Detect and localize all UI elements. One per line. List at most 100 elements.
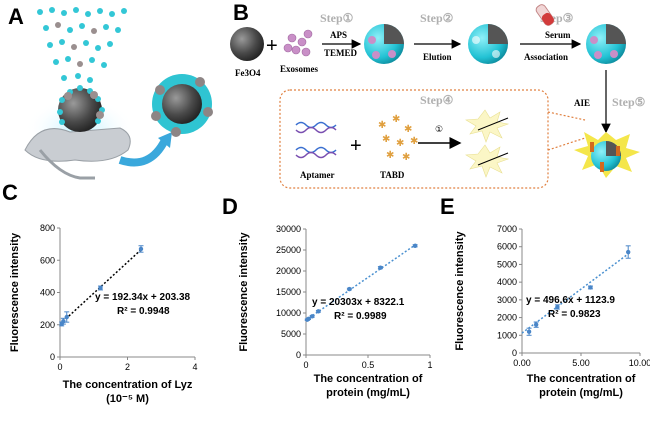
fe3o4-label: Fe3O4 [235,68,261,78]
aptamer-label: Aptamer [300,170,335,180]
serum-tube [535,4,555,26]
data-point [316,309,321,314]
y-axis-title: Fluorescence intensity [9,232,21,352]
plus-sign-2: + [350,135,362,157]
y-axis-title: Fluorescence intensity [238,232,250,352]
panel-b: B Step① Step② Step③ Fe3O4 + Exosomes APS… [230,0,646,189]
panel-letter-b: B [233,0,249,25]
x-axis-title: The concentration of Lyz [63,379,193,391]
reaction-number: ① [435,125,443,135]
trend-line [305,242,419,321]
step4-label: Step④ [420,93,454,107]
process-arrow-a [118,138,169,167]
elution-label: Elution [423,52,452,62]
chart-e: 0 1000 2000 3000 4000 5000 6000 7000 0.00 5.00 10.… [454,224,650,399]
y-tick-label: 15000 [276,287,301,297]
step5-label: Step⑤ [612,95,646,109]
y-tick-label: 5000 [281,329,301,339]
y-tick-label: 0 [50,352,55,362]
svg-text:✱: ✱ [378,120,386,131]
data-point [347,286,352,292]
y-tick-label: 1000 [497,330,517,340]
data-point [555,304,560,310]
svg-text:✱: ✱ [410,136,418,147]
trend-line [521,251,632,334]
y-tick-label: 0 [296,350,301,360]
y-tick-label: 4000 [497,277,517,287]
x-axis-title-line2: (10⁻⁵ M) [106,393,149,405]
trend-equation: y = 20303x + 8322.1 [312,297,405,308]
data-point [138,246,144,252]
temed-label: TEMED [324,48,358,58]
x-tick-label: 10.00 [629,358,650,368]
y-tick-label: 3000 [497,295,517,305]
fe3o4-sphere [230,27,264,61]
exosomes-label: Exosomes [280,64,318,74]
data-point [64,314,69,320]
y-tick-label: 2000 [497,313,517,323]
data-point [378,265,383,270]
step1-label: Step① [320,11,354,25]
serum-label: Serum [545,30,571,40]
association-label: Association [524,52,568,62]
x-axis-title: The concentration of [314,373,423,385]
svg-text:✱: ✱ [396,138,404,149]
svg-text:✱: ✱ [382,134,390,145]
aie-final-sphere [574,132,640,178]
trend-equation: y = 496.6x + 1123.9 [526,295,615,306]
data-point [533,322,539,327]
svg-text:✱: ✱ [386,150,394,161]
panel-letter-e: E [440,194,455,219]
panel-e: E 0 1000 2000 3000 4000 5000 6000 7000 0.00 5.00 1… [440,194,650,399]
data-point [306,316,311,322]
x-axis-title: The concentration of [527,373,636,385]
aie-products [465,109,510,178]
x-tick-label: 1 [427,360,432,370]
trend-equation: y = 192.34x + 203.38 [95,292,191,303]
x-axis-title-line2: protein (mg/mL) [326,387,410,399]
y-tick-label: 30000 [276,224,301,234]
y-tick-label: 5000 [497,259,517,269]
x-tick-label: 0.00 [513,358,531,368]
y-tick-label: 10000 [276,308,301,318]
panel-letter-c: C [2,180,18,205]
x-tick-label: 4 [192,362,197,372]
x-tick-label: 5.00 [572,358,590,368]
x-tick-label: 0 [57,362,62,372]
data-point [412,243,418,248]
aps-label: APS [330,30,347,40]
data-point [526,329,532,334]
hand [24,127,131,162]
svg-text:✱: ✱ [392,114,400,125]
x-tick-label: 0 [303,360,308,370]
step4-box [279,89,549,189]
panel-letter-a: A [8,4,24,29]
data-point [588,285,593,290]
svg-text:✱: ✱ [404,124,412,135]
y-tick-label: 6000 [497,242,517,252]
panel-letter-d: D [222,194,238,219]
tabd-label: TABD [380,170,405,180]
data-point [310,314,315,319]
y-tick-label: 0 [512,348,517,358]
panel-a: A [8,4,213,180]
x-tick-label: 2 [125,362,130,372]
y-tick-label: 400 [40,288,55,298]
data-point [61,319,66,324]
y-tick-label: 7000 [497,224,517,234]
x-tick-label: 0.5 [362,360,375,370]
data-point [626,249,631,255]
tabd-molecules: ✱✱✱ ✱✱✱ ✱✱ [378,114,418,163]
svg-text:✱: ✱ [402,152,410,163]
y-tick-label: 25000 [276,245,301,255]
r-squared: R² = 0.9989 [334,311,387,322]
y-tick-label: 200 [40,320,55,330]
y-axis-title: Fluorescence intensity [454,231,466,351]
aie-label: AIE [574,98,590,108]
y-tick-label: 800 [40,223,55,233]
